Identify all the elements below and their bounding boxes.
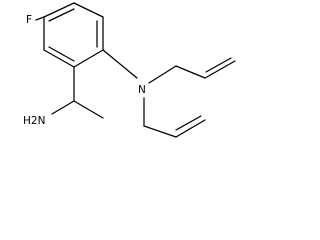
- lower-allyl-double-bond: [175, 119, 206, 138]
- upper-allyl-bond-1: [148, 65, 177, 84]
- benzene-ring: [43, 2, 104, 68]
- ring-bond-bottom-right: [73, 49, 104, 68]
- upper-allyl-double-bond-inner: [205, 57, 232, 73]
- ring-bond-top-left-inner: [48, 8, 75, 22]
- nitrogen-label: N: [138, 84, 146, 96]
- fluorine-bond: [35, 16, 45, 21]
- upper-allyl-bond-2: [175, 65, 206, 79]
- upper-allyl-double-bond: [204, 60, 236, 79]
- ring-bond-top-left: [43, 2, 75, 18]
- ethyl-methyl-bond: [73, 100, 104, 119]
- amine-label: H2N: [23, 115, 45, 127]
- ring-bond-bottom-left-inner: [48, 46, 75, 62]
- fluorine-label: F: [26, 14, 32, 26]
- lower-allyl-bond-2: [143, 125, 177, 138]
- upper-allyl-group: [148, 57, 236, 84]
- ethyl-amine-bond: [51, 100, 75, 115]
- lower-allyl-group: [143, 97, 206, 138]
- structure-diagram: F N H2N: [23, 2, 236, 138]
- ring-nitrogen-bond: [102, 49, 138, 79]
- ring-bond-bottom-left: [43, 49, 75, 68]
- lower-allyl-double-bond-inner: [175, 115, 202, 131]
- ring-bond-top-right: [73, 2, 104, 18]
